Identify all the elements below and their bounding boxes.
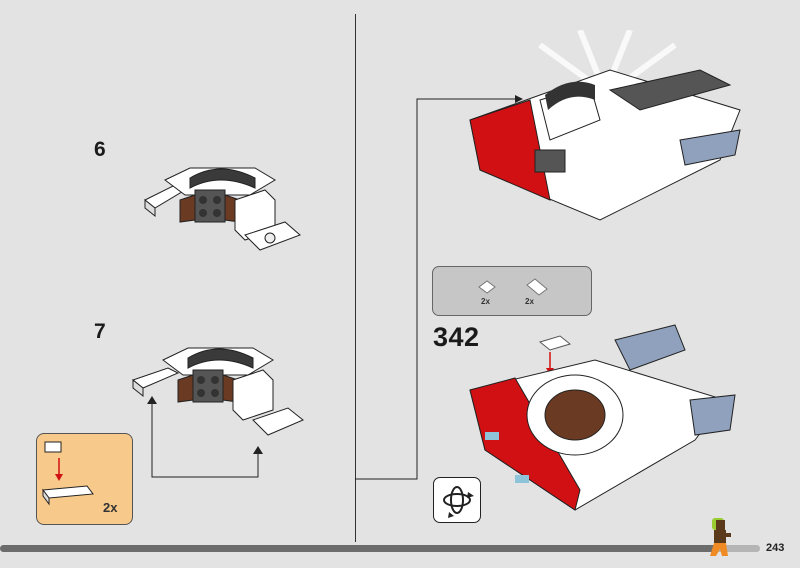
parts-list-box: 2x 2x xyxy=(432,266,592,316)
step-7-callout-arrows xyxy=(147,396,263,478)
step-7-number: 7 xyxy=(94,320,106,343)
slope-brick-small-icon xyxy=(478,280,496,294)
minifigure-icon xyxy=(710,518,731,556)
part-2-quantity: 2x xyxy=(525,297,534,306)
step-342-model-illustration xyxy=(469,324,736,511)
submodel-illustration xyxy=(42,441,94,506)
step-342-number: 342 xyxy=(433,322,480,352)
step-7-model-illustration xyxy=(131,347,304,436)
step-341-model-illustration xyxy=(469,30,741,221)
step-arrow-connector xyxy=(355,95,523,480)
slope-brick-large-icon xyxy=(526,278,548,296)
page-divider xyxy=(355,14,356,542)
step-6-model-illustration xyxy=(144,167,301,251)
page-number: 243 xyxy=(766,542,785,554)
rotate-model-icon xyxy=(433,477,481,523)
page-progress-fill xyxy=(0,545,715,552)
step-6-number: 6 xyxy=(94,138,106,161)
submodel-quantity: 2x xyxy=(103,500,118,515)
submodel-callout: 2x xyxy=(36,433,133,525)
part-1-quantity: 2x xyxy=(481,297,490,306)
